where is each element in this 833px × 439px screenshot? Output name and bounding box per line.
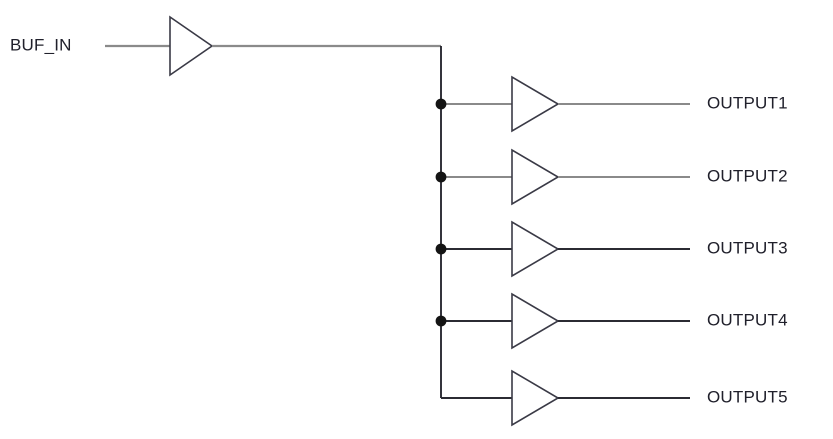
output-branch [435, 220, 690, 278]
output-buffer-symbol[interactable] [511, 369, 560, 427]
output-net-label: OUTPUT4 [707, 310, 788, 329]
output-net-label: OUTPUT3 [707, 238, 788, 257]
input-net [105, 15, 441, 77]
junction-dot [435, 315, 447, 327]
output-buffer-symbol[interactable] [511, 75, 560, 133]
output-branch [435, 148, 690, 206]
output-net-label: OUTPUT2 [707, 166, 788, 185]
output-branch [435, 75, 690, 133]
output-net-label: OUTPUT5 [707, 387, 788, 406]
junction-dot [435, 98, 447, 110]
output-buffer-symbol[interactable] [511, 220, 560, 278]
input-net-label: BUF_IN [10, 35, 72, 54]
branch-layer [435, 75, 690, 427]
junction-dot [435, 243, 447, 255]
output-net-label: OUTPUT1 [707, 93, 788, 112]
input-buffer-symbol[interactable] [169, 15, 214, 77]
output-branch [435, 292, 690, 350]
output-branch [441, 369, 690, 427]
output-buffer-symbol[interactable] [511, 292, 560, 350]
output-buffer-symbol[interactable] [511, 148, 560, 206]
junction-dot [435, 171, 447, 183]
